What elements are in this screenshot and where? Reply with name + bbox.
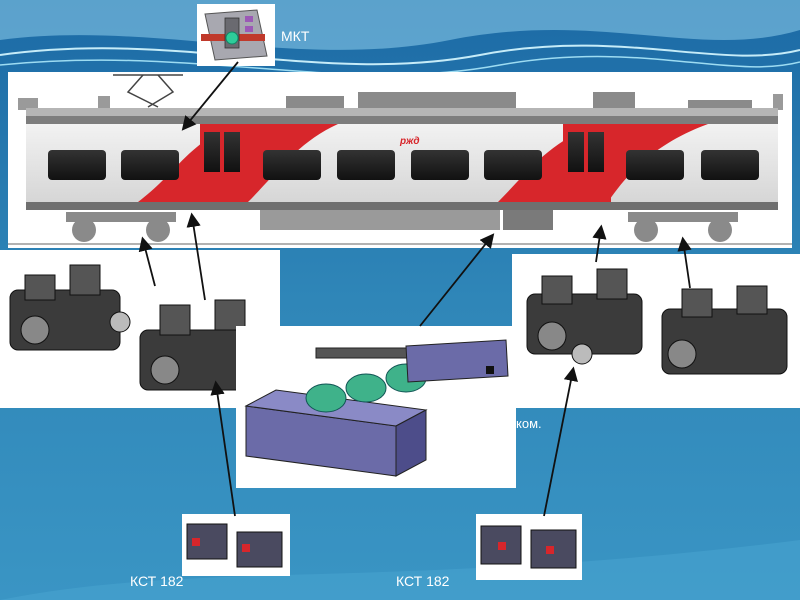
pantograph-icon <box>113 74 183 108</box>
partial-caption: ком. <box>516 416 542 431</box>
kst-device-icon <box>480 525 577 569</box>
kst-left-label: КСТ 182 <box>130 573 184 589</box>
mkt-thumbnail <box>197 4 275 66</box>
mkt-device-icon <box>201 9 268 61</box>
bogie-left <box>66 212 176 242</box>
kst-left-thumbnail <box>182 514 290 576</box>
battery-box-icon <box>244 339 509 477</box>
brake-cylinder-icon <box>526 268 788 375</box>
bogie-right <box>628 212 738 242</box>
kst-right-label: КСТ 182 <box>396 573 450 589</box>
kst-right-thumbnail <box>476 514 582 580</box>
brake-units-right-panel <box>512 254 800 408</box>
train-panel: ржд <box>8 72 792 248</box>
train-car-drawing: ржд <box>8 74 792 245</box>
battery-box-panel <box>236 326 516 488</box>
rzd-logo: ржд <box>399 136 420 147</box>
kst-device-icon <box>186 523 283 568</box>
mkt-label: МКТ <box>281 28 310 44</box>
